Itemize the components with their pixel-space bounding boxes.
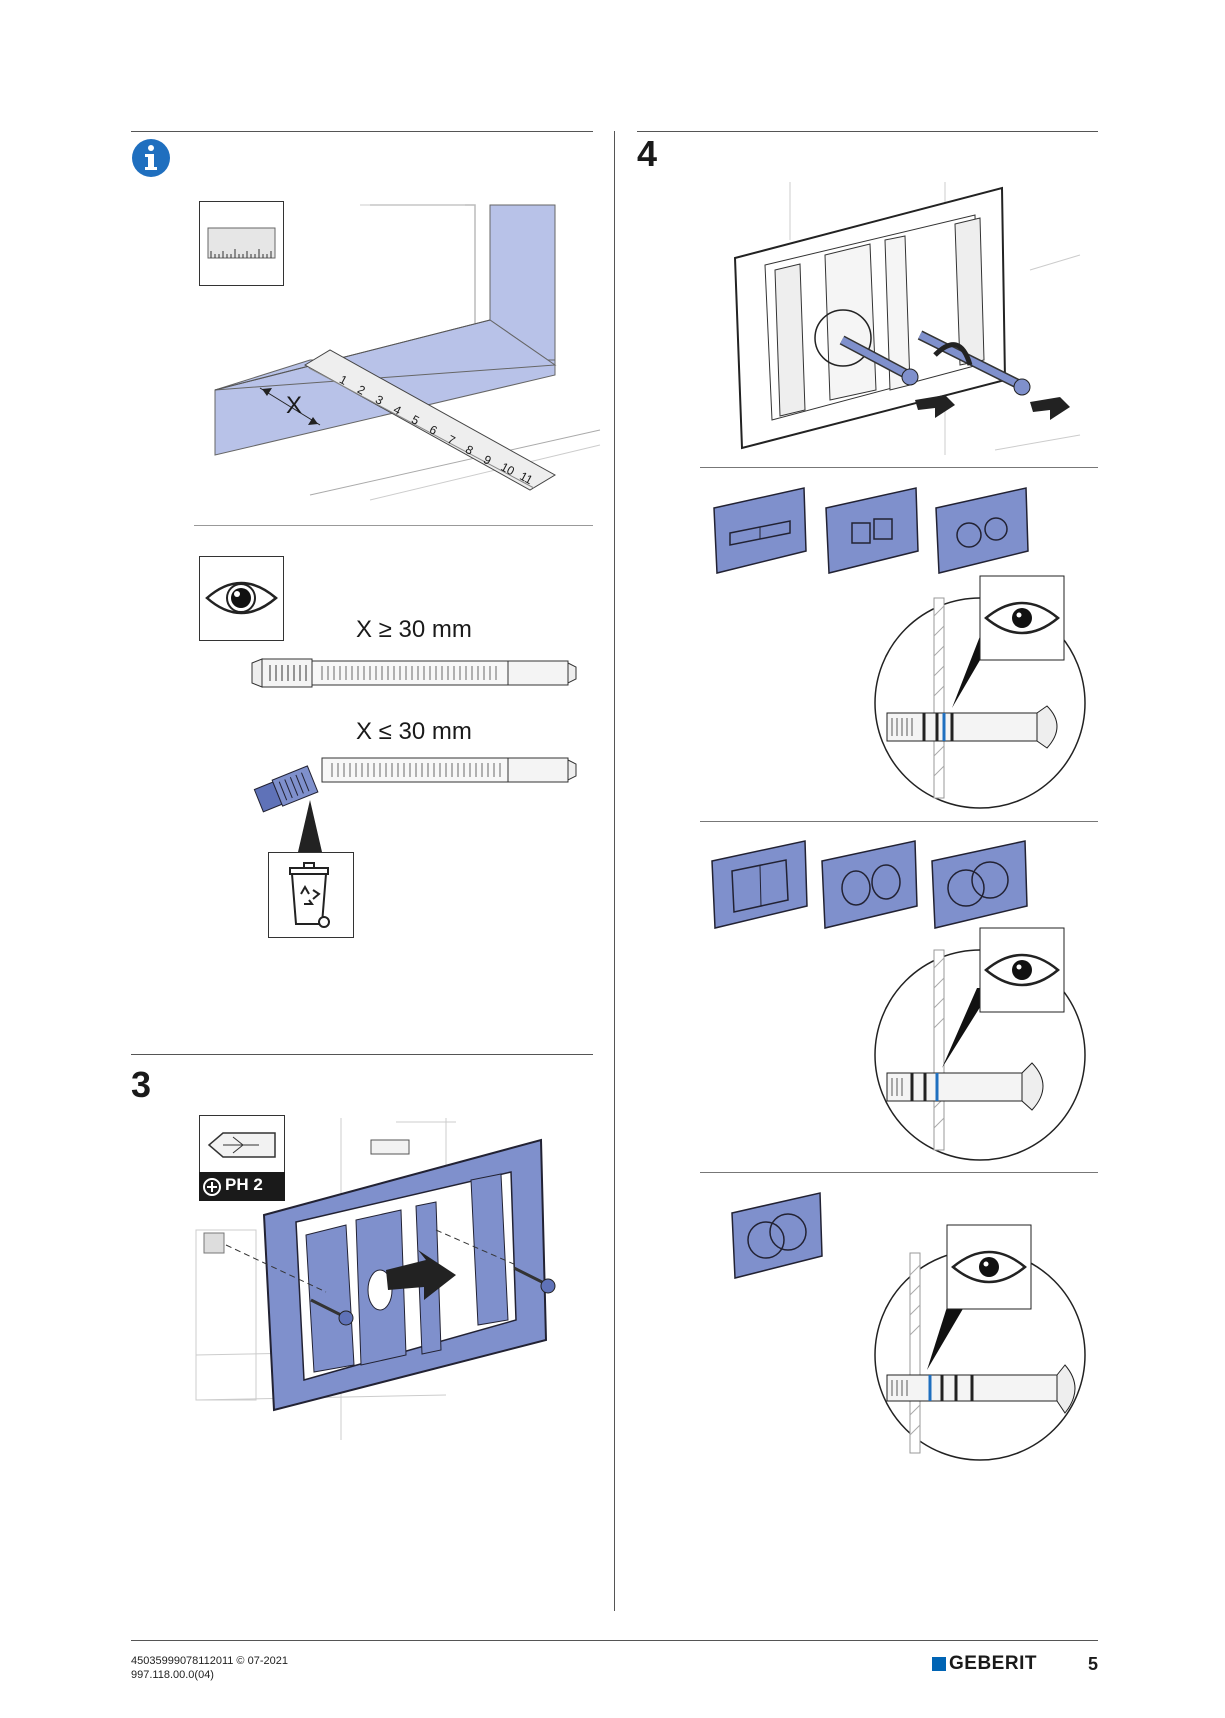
actuator-plate-row-3 [730, 1188, 830, 1288]
ruler-number: 10 [498, 460, 516, 479]
brand-logo: GEBERIT [932, 1654, 1042, 1676]
ruler-number: 1 [337, 372, 349, 388]
extension-rod-long [250, 655, 580, 691]
dimension-x-label: X [286, 392, 302, 420]
brand-square-icon [932, 1657, 946, 1671]
actuator-plates-row-1 [712, 483, 1042, 583]
divider-top-right [637, 131, 1098, 132]
ruler-number: 8 [463, 442, 475, 458]
page-number: 5 [1088, 1654, 1098, 1675]
ruler-number: 4 [391, 402, 403, 418]
divider-top-left [131, 131, 593, 132]
ruler-number: 5 [409, 412, 421, 428]
ruler-number: 3 [373, 392, 385, 408]
divider-right-3 [700, 1172, 1098, 1173]
divider-right-1 [700, 467, 1098, 468]
step-number-4: 4 [637, 133, 657, 175]
pointer-triangle [295, 800, 325, 852]
ruler-number: 9 [481, 452, 493, 468]
ruler-number: 7 [445, 432, 457, 448]
frame-mounting-illustration [196, 1110, 606, 1490]
measure-le-label: X ≤ 30 mm [356, 718, 472, 746]
frame-rod-insertion-illustration [730, 180, 1080, 460]
rod-detail-3 [872, 1225, 1092, 1460]
footer-doc-ref: 997.118.00.0(04) [131, 1668, 214, 1682]
divider-footer [131, 1640, 1098, 1641]
divider-right-2 [700, 821, 1098, 822]
column-divider [614, 131, 615, 1611]
divider-step3 [131, 1054, 593, 1055]
measure-ge-label: X ≥ 30 mm [356, 616, 472, 644]
rod-detail-1 [872, 576, 1092, 806]
ruler-number: 2 [355, 382, 367, 398]
divider-left-mid [194, 525, 593, 526]
ruler-number: 6 [427, 422, 439, 438]
step-number-3: 3 [131, 1064, 151, 1106]
ruler-numbers: 1 2 3 4 5 6 7 8 9 10 11 [336, 373, 576, 483]
footer-doc-code: 45035999078112011 © 07-2021 [131, 1654, 288, 1668]
eye-icon [199, 556, 284, 641]
actuator-plates-row-2 [710, 836, 1040, 936]
info-icon [131, 138, 171, 178]
recycle-bin-icon [268, 852, 354, 938]
brand-name: GEBERIT [949, 1653, 1037, 1675]
rod-detail-2 [872, 928, 1092, 1158]
